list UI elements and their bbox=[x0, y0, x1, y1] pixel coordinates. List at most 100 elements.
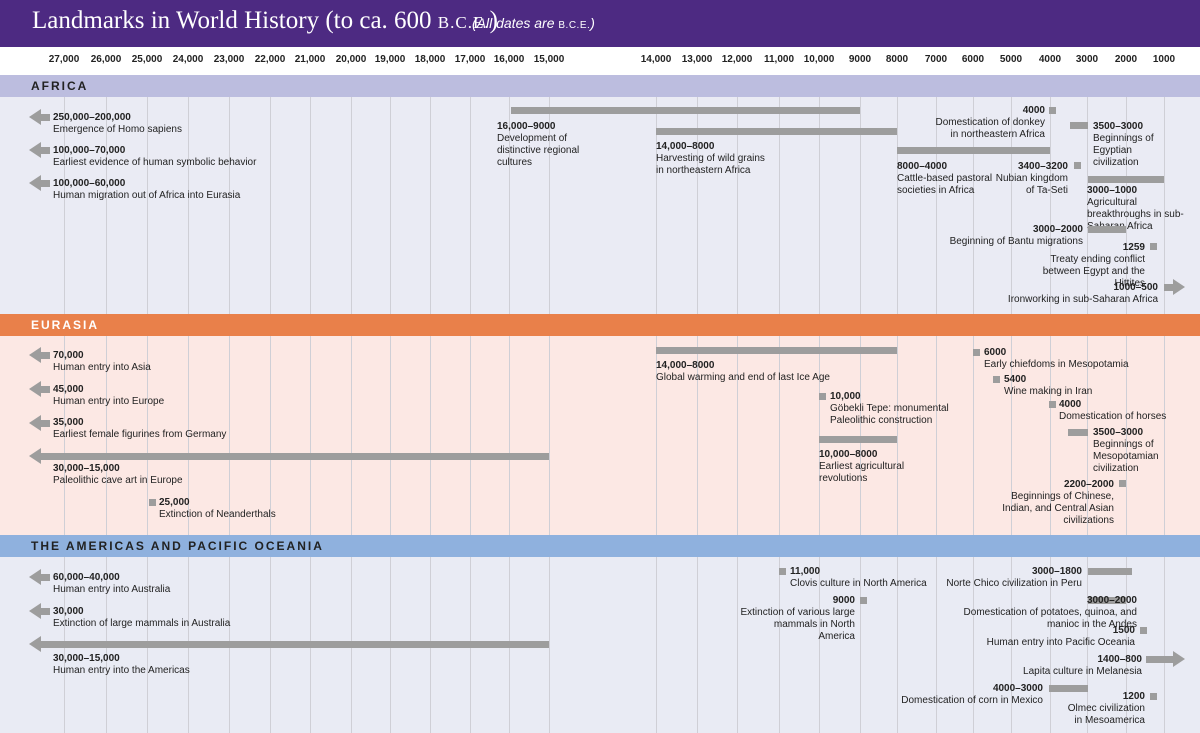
gridline bbox=[229, 97, 230, 314]
gridline bbox=[897, 557, 898, 733]
gridline bbox=[390, 97, 391, 314]
range-bar bbox=[1164, 284, 1173, 291]
axis-tick-label: 14,000 bbox=[640, 54, 672, 65]
event-text: Earliest female figurines from Germany bbox=[53, 429, 227, 440]
gridline bbox=[549, 557, 550, 733]
event-text: Domestication of horses bbox=[1059, 411, 1167, 422]
gridline bbox=[106, 97, 107, 314]
gridline bbox=[860, 336, 861, 535]
event-text: Human entry into Australia bbox=[53, 584, 171, 595]
event-text: Norte Chico civilization in Peru bbox=[946, 578, 1082, 589]
axis-tick-label: 24,000 bbox=[172, 54, 204, 65]
gridline bbox=[1164, 557, 1165, 733]
left-arrow-icon bbox=[29, 175, 41, 191]
gridline bbox=[1164, 336, 1165, 535]
page-title: Landmarks in World History (to ca. 600 B… bbox=[32, 7, 498, 34]
range-bar bbox=[511, 107, 860, 114]
gridline bbox=[509, 97, 510, 314]
left-arrow-icon bbox=[29, 142, 41, 158]
event-date: 30,000–15,000 bbox=[53, 463, 120, 474]
eurasia-header: EURASIA bbox=[0, 314, 1200, 336]
event-text: Harvesting of wild grains in northeaster… bbox=[656, 153, 765, 176]
event-date: 1500 bbox=[1112, 625, 1135, 636]
gridline bbox=[549, 97, 550, 314]
event-date: 10,000 bbox=[830, 391, 861, 402]
point-marker bbox=[1140, 627, 1147, 634]
gridline bbox=[973, 336, 974, 535]
event-text: Ironworking in sub-Saharan Africa bbox=[1007, 294, 1158, 305]
gridline bbox=[1050, 336, 1051, 535]
event-date: 60,000–40,000 bbox=[53, 572, 120, 583]
gridline bbox=[430, 336, 431, 535]
event-text: Domestication of corn in Mexico bbox=[901, 695, 1043, 706]
eurasia-title: EURASIA bbox=[31, 318, 100, 332]
axis-tick-label: 16,000 bbox=[493, 54, 525, 65]
event-date: 100,000–60,000 bbox=[53, 178, 126, 189]
event-text: Lapita culture in Melanesia bbox=[1023, 666, 1142, 677]
event-text: Paleolithic cave art in Europe bbox=[53, 475, 183, 486]
africa-title: AFRICA bbox=[31, 79, 89, 93]
gridline bbox=[779, 557, 780, 733]
range-bar bbox=[40, 641, 549, 648]
gridline bbox=[697, 97, 698, 314]
page-subtitle: (All dates are B.C.E.) bbox=[472, 15, 595, 31]
gridline bbox=[64, 336, 65, 535]
gridline bbox=[897, 97, 898, 314]
gridline bbox=[1011, 336, 1012, 535]
axis-tick-label: 11,000 bbox=[763, 54, 795, 65]
gridline bbox=[509, 336, 510, 535]
gridline bbox=[1164, 97, 1165, 314]
africa-header: AFRICA bbox=[0, 75, 1200, 97]
range-bar bbox=[1088, 176, 1164, 183]
point-marker bbox=[860, 597, 867, 604]
range-bar bbox=[1049, 685, 1088, 692]
gridline bbox=[147, 97, 148, 314]
event-text: Human entry into the Americas bbox=[53, 665, 190, 676]
gridline bbox=[188, 336, 189, 535]
gridline bbox=[310, 97, 311, 314]
axis-tick-label: 12,000 bbox=[721, 54, 753, 65]
event-text: Beginnings of Mesopotamian civilization bbox=[1093, 439, 1159, 474]
gridline bbox=[656, 97, 657, 314]
left-arrow-icon bbox=[29, 347, 41, 363]
event-date: 6000 bbox=[984, 347, 1007, 358]
event-text: Global warming and end of last Ice Age bbox=[656, 372, 830, 383]
event-date: 3500–3000 bbox=[1093, 427, 1144, 438]
event-date: 45,000 bbox=[53, 384, 84, 395]
event-text: Wine making in Iran bbox=[1004, 386, 1093, 397]
axis-tick-label: 23,000 bbox=[213, 54, 245, 65]
gridline bbox=[470, 336, 471, 535]
gridline bbox=[270, 336, 271, 535]
range-bar bbox=[656, 347, 897, 354]
gridline bbox=[1126, 557, 1127, 733]
left-arrow-icon bbox=[29, 381, 41, 397]
event-date: 35,000 bbox=[53, 417, 84, 428]
range-bar bbox=[656, 128, 897, 135]
axis-tick-label: 9000 bbox=[848, 54, 872, 65]
range-bar bbox=[40, 147, 50, 154]
gridline bbox=[860, 557, 861, 733]
left-arrow-icon bbox=[29, 603, 41, 619]
gridline bbox=[697, 557, 698, 733]
americas-header: THE AMERICAS AND PACIFIC OCEANIA bbox=[0, 535, 1200, 557]
event-text: Beginning of Bantu migrations bbox=[949, 236, 1083, 247]
gridline bbox=[430, 97, 431, 314]
point-marker bbox=[973, 349, 980, 356]
right-arrow-icon bbox=[1173, 279, 1185, 295]
range-bar bbox=[1068, 429, 1088, 436]
event-date: 3000–1800 bbox=[1031, 566, 1082, 577]
